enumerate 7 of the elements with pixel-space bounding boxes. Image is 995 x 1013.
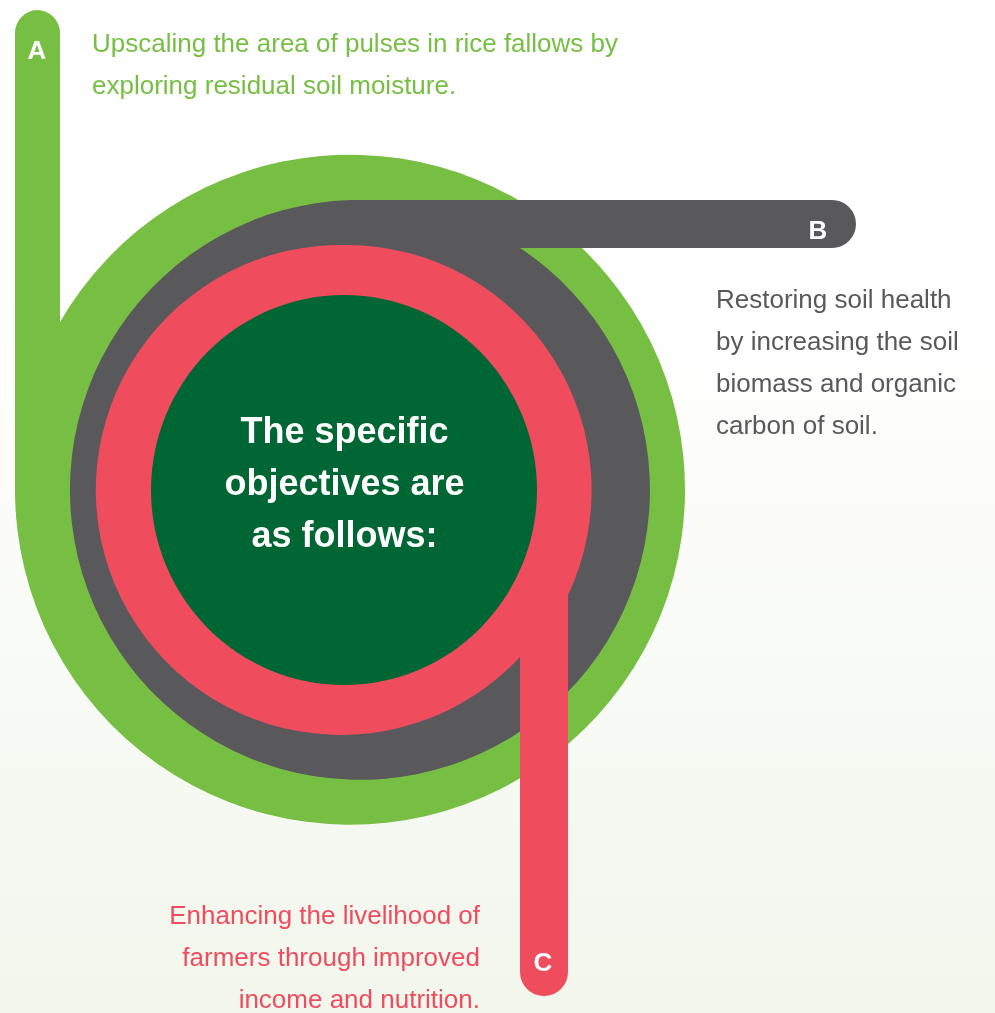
tab-letter: B bbox=[807, 215, 829, 245]
objective-text: Upscaling the area of pulses in rice fallows by exploring residual soil moisture. bbox=[92, 27, 620, 102]
center-heading: The specific objectives are as follows: bbox=[223, 409, 466, 557]
tab-letter: C bbox=[532, 947, 554, 977]
tab-letter: A bbox=[26, 35, 48, 65]
objective-text: Restoring soil health by increasing the soil biomass and organic carbon of soil. bbox=[716, 283, 960, 442]
objective-text: Enhancing the livelihood of farmers through improved income and nutrition. bbox=[168, 899, 480, 1013]
